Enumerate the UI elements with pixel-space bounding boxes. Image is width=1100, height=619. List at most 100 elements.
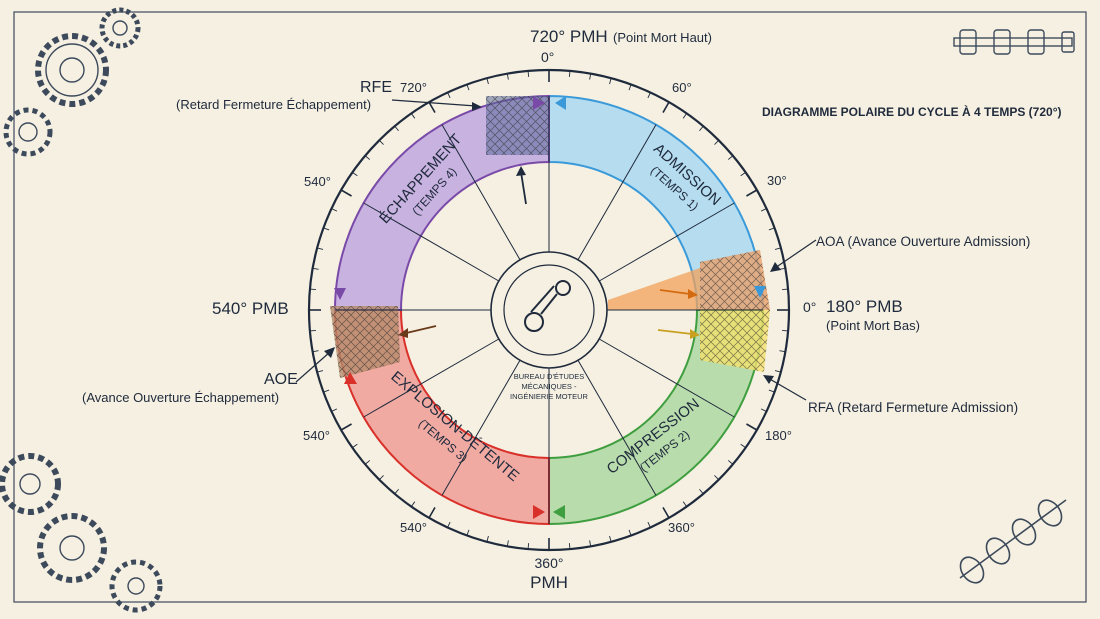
dial-tick — [428, 507, 436, 519]
tick-label-540-lower: 540° — [303, 428, 330, 443]
dial-tick — [714, 475, 720, 481]
dial-tick — [317, 247, 324, 250]
direction-arrows — [398, 166, 700, 339]
left-label: 540° PMB — [212, 299, 289, 318]
dial-tick — [352, 171, 358, 177]
right-deg-label: 0° — [803, 299, 816, 315]
camshaft-icon — [953, 29, 1075, 55]
tick-label-540-bottom: 540° — [400, 520, 427, 535]
dial-tick — [568, 70, 571, 77]
dial-tick — [428, 101, 436, 113]
dial-tick — [628, 84, 632, 91]
rfa-label: RFA (Retard Fermeture Admission) — [808, 400, 1018, 415]
arrowheads — [334, 96, 766, 519]
aoe-abbr: AOE — [264, 371, 298, 388]
dial-tick — [774, 370, 781, 373]
dial-tick — [506, 540, 509, 547]
dial-tick — [699, 125, 704, 132]
dial-tick — [760, 208, 767, 212]
center-line3: INGÉNIERIE MOTEUR — [510, 392, 589, 401]
dial-spoke — [363, 202, 500, 282]
tick-label-720: 720° — [400, 80, 427, 95]
tick-label-360: 360° — [668, 520, 695, 535]
dial-spoke — [441, 359, 521, 496]
center-hub — [490, 251, 608, 369]
dial-tick — [527, 70, 530, 77]
tick-label-30: 30° — [767, 173, 787, 188]
dial-spoke — [441, 124, 521, 261]
top-main-label: 720° PMH — [530, 27, 608, 46]
aoe-full: (Avance Ouverture Échappement) — [82, 390, 279, 405]
dial-spoke — [598, 338, 735, 418]
dial-tick — [466, 529, 470, 536]
dial-tick — [740, 443, 746, 449]
dial-tick — [378, 475, 384, 481]
dial-tick — [782, 288, 789, 291]
dial-tick — [740, 171, 746, 177]
dial-tick — [782, 329, 789, 332]
rfa-zone-hatch — [700, 310, 770, 372]
gear-icon — [3, 7, 141, 157]
tick-label-60: 60° — [672, 80, 692, 95]
dial-tick — [714, 139, 720, 145]
dial-spoke — [363, 338, 500, 418]
annotation-leaders — [295, 99, 817, 401]
camshaft-icon — [959, 499, 1067, 584]
dial-tick — [331, 408, 338, 412]
dial-tick — [779, 267, 786, 270]
dial-spoke — [598, 202, 735, 282]
right-label: 180° PMB — [826, 297, 903, 316]
dial-tick — [410, 113, 416, 119]
rfe-full: (Retard Fermeture Échappement) — [176, 97, 371, 112]
dial-tick — [410, 501, 416, 507]
aoe-zone-hatch — [330, 306, 400, 378]
bottom-deg-label: 360° — [535, 555, 564, 571]
dial-tick — [774, 247, 781, 250]
dial-tick — [527, 543, 530, 550]
connecting-rod-icon — [524, 280, 571, 332]
dial-tick — [352, 443, 358, 449]
dial-tick — [331, 208, 338, 212]
tick-label-180: 180° — [765, 428, 792, 443]
dial-tick — [378, 139, 384, 145]
dial-tick — [340, 189, 352, 197]
aoa-label: AOA (Avance Ouverture Admission) — [816, 234, 1030, 249]
tick-label-540-upper: 540° — [304, 174, 331, 189]
top-sub-label: (Point Mort Haut) — [613, 30, 712, 45]
dial-tick — [309, 288, 316, 291]
dial-tick — [466, 84, 470, 91]
dial-spoke — [577, 359, 657, 496]
rfe-zone-hatch — [486, 96, 549, 155]
dial-tick — [727, 155, 734, 160]
dial-tick — [779, 350, 786, 353]
compression-band — [548, 309, 765, 526]
dial-spokes — [335, 96, 763, 524]
dial-tick — [364, 155, 371, 160]
dial-tick — [486, 78, 489, 85]
dial-tick — [394, 125, 399, 132]
dial-tick — [323, 227, 330, 231]
dial-tick — [506, 73, 509, 80]
dial-tick — [364, 460, 371, 465]
center-line2: MÉCANIQUES - — [521, 382, 577, 391]
dial-tick — [746, 423, 758, 431]
dial-tick — [609, 78, 612, 85]
dial-tick — [309, 329, 316, 332]
dial-tick — [312, 350, 319, 353]
gear-icon — [0, 453, 163, 613]
dial-tick — [312, 267, 319, 270]
dial-tick — [768, 389, 775, 393]
dial-tick — [589, 73, 592, 80]
dial-tick — [662, 507, 670, 519]
dial-tick — [746, 189, 758, 197]
top-deg-label: 0° — [541, 49, 554, 65]
diagram-title: DIAGRAMME POLAIRE DU CYCLE À 4 TEMPS (72… — [762, 104, 1062, 119]
dial-tick — [447, 521, 451, 528]
dial-tick — [647, 521, 651, 528]
dial-tick — [609, 535, 612, 542]
dial-tick — [486, 535, 489, 542]
page-border — [13, 11, 1087, 603]
aoa-wedge — [608, 268, 700, 310]
right-sub-label: (Point Mort Bas) — [826, 318, 920, 333]
